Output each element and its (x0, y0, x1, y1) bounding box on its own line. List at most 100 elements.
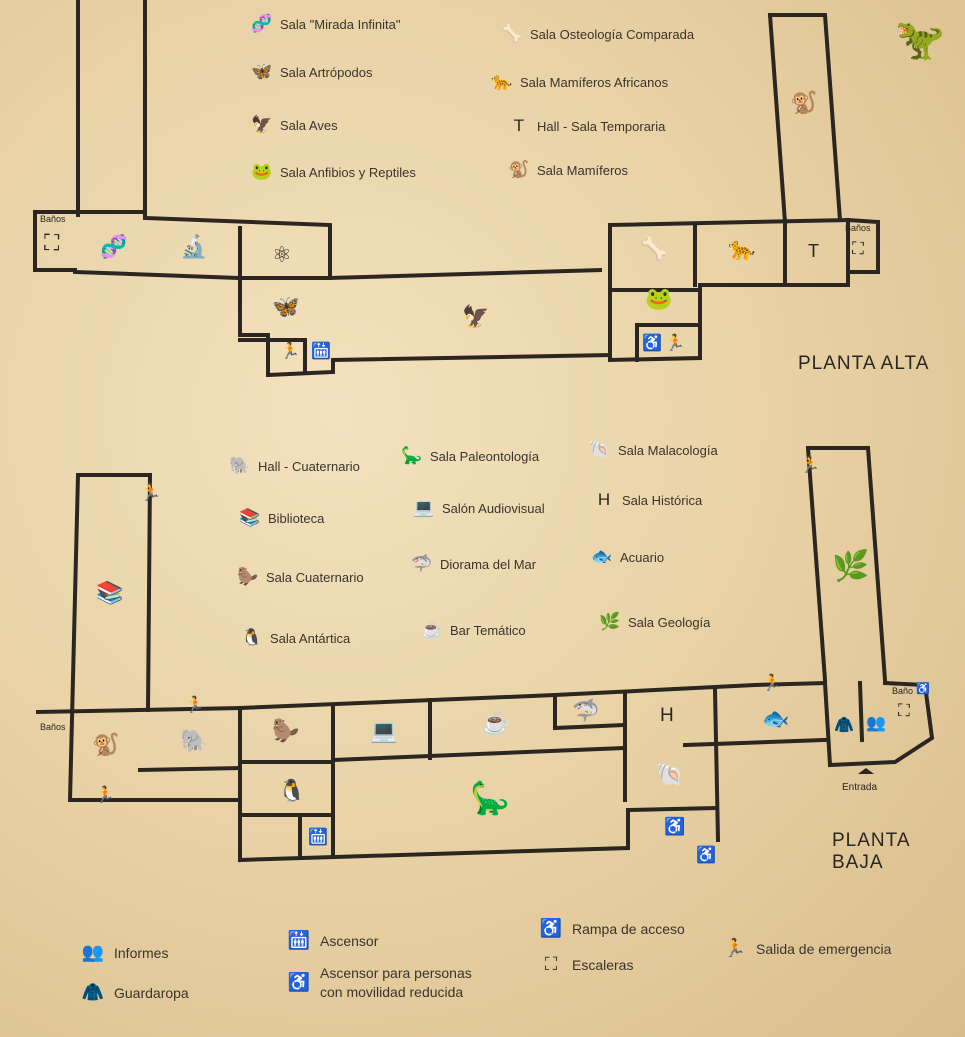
ramp-icon: ♿ (539, 918, 563, 938)
temporary-hall-mark: T (808, 241, 819, 261)
info-desk-icon: 👥 (81, 942, 105, 962)
coat-check-icon: 🧥 (834, 717, 854, 734)
stairs-icon: ⛶ (898, 701, 910, 720)
legend-biblioteca: 📚 Biblioteca (239, 508, 325, 527)
dinosaur-skull-icon: 🦖 (895, 18, 945, 62)
penguin-icon: 🐧 (241, 628, 263, 647)
dinosaur-icon: 🦕 (470, 780, 510, 816)
legend-hall-cuaternario: 🐘 Hall - Cuaternario (229, 456, 360, 475)
legend-aves: 🦅 Sala Aves (251, 115, 338, 134)
monkey-icon: 🐒 (92, 732, 120, 757)
stairs-icon: ⛶ (544, 954, 558, 974)
legend-ascensor-movilidad: ♿ Ascensor para personas con movilidad r… (287, 965, 472, 1000)
legend-ascensor: 🛗 Ascensor (287, 930, 379, 950)
dna-icon: 🧬 (251, 14, 273, 33)
books-icon: 📚 (96, 580, 124, 605)
armadillo-icon: 🦫 (272, 718, 300, 743)
legend-geologia: 🌿 Sala Geología (599, 612, 711, 631)
computer-icon: 💻 (413, 498, 435, 517)
legend-sala-cuaternario: 🦫 Sala Cuaternario (237, 567, 364, 586)
shell-icon: 🐚 (589, 440, 611, 459)
butterfly-icon: 🦋 (251, 62, 273, 81)
penguin-icon: 🐧 (278, 778, 306, 803)
legend-artropodos: 🦋 Sala Artrópodos (251, 62, 373, 81)
skeleton-icon: 🦴 (640, 236, 668, 261)
lower-bathroom-left-label: Baños (40, 722, 66, 732)
legend-sala-antartica: 🐧 Sala Antártica (241, 628, 351, 647)
lion-icon: 🐆 (491, 72, 513, 91)
butterfly-icon: 🦋 (272, 294, 300, 319)
entrance-label: Entrada (842, 782, 878, 793)
frog-icon: 🐸 (251, 162, 273, 181)
stairs-icon: ⛶ (44, 230, 60, 255)
emergency-exit-icon: 🏃 (800, 457, 820, 474)
microscope-icon: 🔬 (180, 234, 208, 259)
shark-icon: 🦈 (411, 554, 433, 573)
historic-hall-icon: H (597, 490, 611, 509)
mammoth-icon: 🐘 (180, 728, 208, 753)
elevator-icon: 🛗 (308, 829, 328, 846)
skeleton-icon: 🦴 (501, 24, 523, 43)
upper-bathroom-right-label: Baños (845, 223, 871, 233)
info-desk-icon: 👥 (866, 715, 886, 732)
legend-mamiferos-africanos: 🐆 Sala Mamíferos Africanos (491, 72, 669, 91)
coffee-cup-icon: ☕ (482, 710, 510, 735)
fish-icon: 🐟 (762, 706, 790, 731)
emergency-exit-icon: 🏃 (762, 675, 782, 692)
lower-bathroom-right-label: Baño (892, 686, 914, 696)
legend-salida-emergencia: 🏃 Salida de emergencia (723, 938, 892, 958)
computer-icon: 💻 (370, 718, 398, 743)
lion-icon: 🐆 (728, 236, 756, 261)
lower-floor-title: PLANTA BAJA (832, 830, 910, 873)
mammoth-icon: 🐘 (229, 456, 251, 475)
legend-audiovisual: 💻 Salón Audiovisual (413, 498, 545, 517)
coffee-cup-icon: ☕ (421, 620, 443, 639)
dinosaur-icon: 🦕 (401, 446, 423, 465)
monkey-icon: 🐒 (790, 90, 818, 115)
accessible-elevator-icon: ♿ (664, 817, 686, 836)
atom-icon: ⚛ (272, 242, 292, 267)
crystal-icon: 🌿 (599, 612, 621, 631)
legend-anfibios-reptiles: 🐸 Sala Anfibios y Reptiles (251, 162, 416, 181)
legend-sala-temporaria: T Hall - Sala Temporaria (507, 116, 666, 136)
books-icon: 📚 (239, 508, 261, 527)
legend-mamiferos: 🐒 Sala Mamíferos (508, 160, 629, 179)
armadillo-icon: 🦫 (237, 567, 259, 586)
emergency-exit-icon: 🏃 (723, 938, 747, 958)
shell-icon: 🐚 (656, 762, 684, 787)
elevator-icon: 🛗 (311, 343, 331, 360)
fish-icon: 🐟 (591, 547, 613, 566)
legend-osteologia: 🦴 Sala Osteología Comparada (501, 24, 695, 43)
upper-bathroom-left-label: Baños (40, 214, 66, 224)
dna-icon: 🧬 (100, 234, 128, 259)
legend-rampa: ♿ Rampa de acceso (539, 918, 685, 938)
legend-malacologia: 🐚 Sala Malacología (589, 440, 718, 459)
accessible-elevator-icon: ♿ (642, 335, 662, 352)
bird-icon: 🦅 (462, 304, 490, 329)
legend-sala-historica: H Sala Histórica (592, 490, 702, 510)
legend-bar-tematico: ☕ Bar Temático (421, 620, 526, 639)
wheelchair-icon: ♿ (916, 683, 930, 695)
monkey-icon: 🐒 (508, 160, 530, 179)
legend-guardaropa: 🧥 Guardaropa (81, 982, 189, 1002)
shark-icon: 🦈 (572, 698, 600, 723)
legend-paleontologia: 🦕 Sala Paleontología (401, 446, 540, 465)
legend-mirada-infinita: 🧬 Sala "Mirada Infinita" (251, 14, 401, 33)
emergency-exit-icon: 🏃 (95, 787, 115, 804)
ramp-icon: ♿ (696, 847, 716, 864)
frog-icon: 🐸 (645, 286, 673, 311)
coat-check-icon: 🧥 (81, 982, 105, 1002)
accessible-elevator-icon: ♿ (287, 972, 311, 993)
upper-floor-title: PLANTA ALTA (798, 353, 930, 374)
crystal-icon: 🌿 (832, 550, 870, 583)
legend-informes: 👥 Informes (81, 942, 169, 962)
bird-icon: 🦅 (251, 115, 273, 134)
historic-hall-mark: H (660, 705, 674, 726)
legend-acuario: 🐟 Acuario (591, 547, 665, 566)
legend-escaleras: ⛶ Escaleras (538, 954, 634, 975)
stairs-icon: ⛶ (852, 239, 864, 258)
elevator-icon: 🛗 (287, 930, 311, 950)
emergency-exit-icon: 🏃 (185, 697, 205, 714)
temporary-hall-icon: T (513, 116, 525, 135)
